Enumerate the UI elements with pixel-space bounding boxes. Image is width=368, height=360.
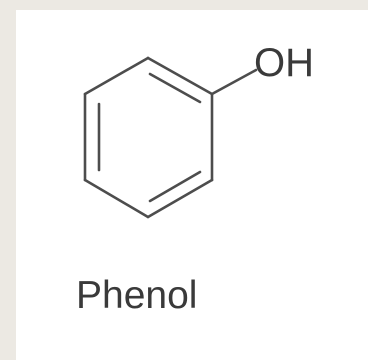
double-bond-inner-bottom-right [148, 170, 202, 203]
ring-bond-top-left [83, 56, 150, 96]
ring-bond-top-right [146, 56, 214, 96]
ring-bond-bottom-left [83, 178, 150, 219]
double-bond-inner-top-right [148, 72, 202, 104]
c-o-bond [210, 68, 258, 96]
hydroxyl-label: OH [254, 41, 314, 85]
ring-bond-bottom-right [146, 178, 214, 219]
diagram-panel: OH Phenol [16, 10, 368, 360]
phenol-structure: OH Phenol [76, 41, 314, 317]
compound-name: Phenol [76, 274, 197, 317]
